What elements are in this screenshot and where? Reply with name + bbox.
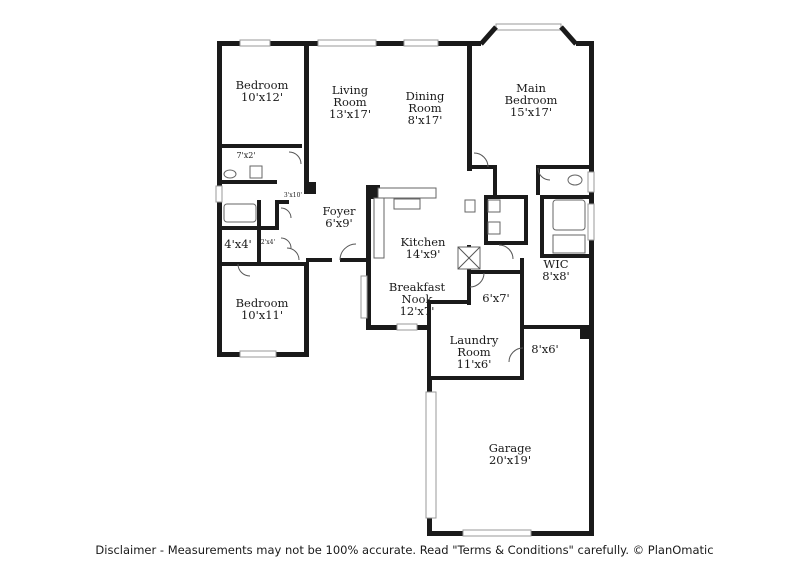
sink-icon — [249, 165, 263, 179]
living-room-size: 13'x17' — [329, 107, 371, 121]
toilet-icon — [567, 174, 583, 186]
kitchen-name: Kitchen — [401, 235, 447, 249]
closet-8x6-size: 8'x6' — [531, 342, 558, 356]
closet-7x2-size: 7'x2' — [236, 151, 255, 160]
foyer-name: Foyer — [322, 204, 356, 218]
dining-room-size: 8'x17' — [408, 113, 443, 127]
laundry-room-name-2: Room — [457, 345, 491, 359]
closet-4x4-size: 4'x4' — [224, 237, 251, 251]
shower-icon — [552, 234, 586, 254]
disclaimer-text: Disclaimer - Measurements may not be 100… — [95, 543, 714, 557]
bedroom-bottom-size: 10'x11' — [241, 308, 283, 322]
pantry-6x7-size: 6'x7' — [482, 291, 509, 305]
bedroom-top-size: 10'x12' — [241, 90, 283, 104]
windows — [215, 23, 595, 537]
bedroom-top-name: Bedroom — [236, 78, 289, 92]
living-room-name-2: Room — [333, 95, 367, 109]
laundry-room-size: 11'x6' — [457, 357, 492, 371]
garage-size: 20'x19' — [489, 453, 531, 467]
garage-name: Garage — [489, 441, 532, 455]
sink-icon — [487, 199, 501, 213]
main-bedroom-name-1: Main — [516, 81, 546, 95]
breakfast-nook-name-1: Breakfast — [389, 280, 446, 294]
dining-room-name-1: Dining — [406, 89, 445, 103]
doors — [237, 151, 551, 363]
main-bedroom-name-2: Bedroom — [505, 93, 558, 107]
living-room-name-1: Living — [332, 83, 369, 97]
toilet-icon — [223, 169, 237, 179]
kitchen-size: 14'x9' — [406, 247, 441, 261]
main-bedroom-size: 15'x17' — [510, 105, 552, 119]
bedroom-bottom-name: Bedroom — [236, 296, 289, 310]
breakfast-nook-size: 12'x7' — [400, 304, 435, 318]
closet-3x10-size: 3'x10' — [284, 192, 302, 199]
sink-icon — [487, 221, 501, 235]
wic-name: WIC — [543, 257, 568, 271]
room-labels: Bedroom 10'x12' Living Room 13'x17' Dini… — [224, 78, 569, 467]
closet-2x4-size: 2'x4' — [261, 239, 276, 246]
fixtures — [223, 165, 586, 270]
wic-size: 8'x8' — [542, 269, 569, 283]
foyer-size: 6'x9' — [325, 216, 352, 230]
laundry-room-name-1: Laundry — [450, 333, 499, 347]
breakfast-nook-name-2: Nook — [402, 292, 434, 306]
dining-room-name-2: Room — [408, 101, 442, 115]
bathtub-icon — [223, 203, 257, 223]
bathtub-icon — [552, 199, 586, 231]
dishwasher-icon — [464, 199, 476, 213]
